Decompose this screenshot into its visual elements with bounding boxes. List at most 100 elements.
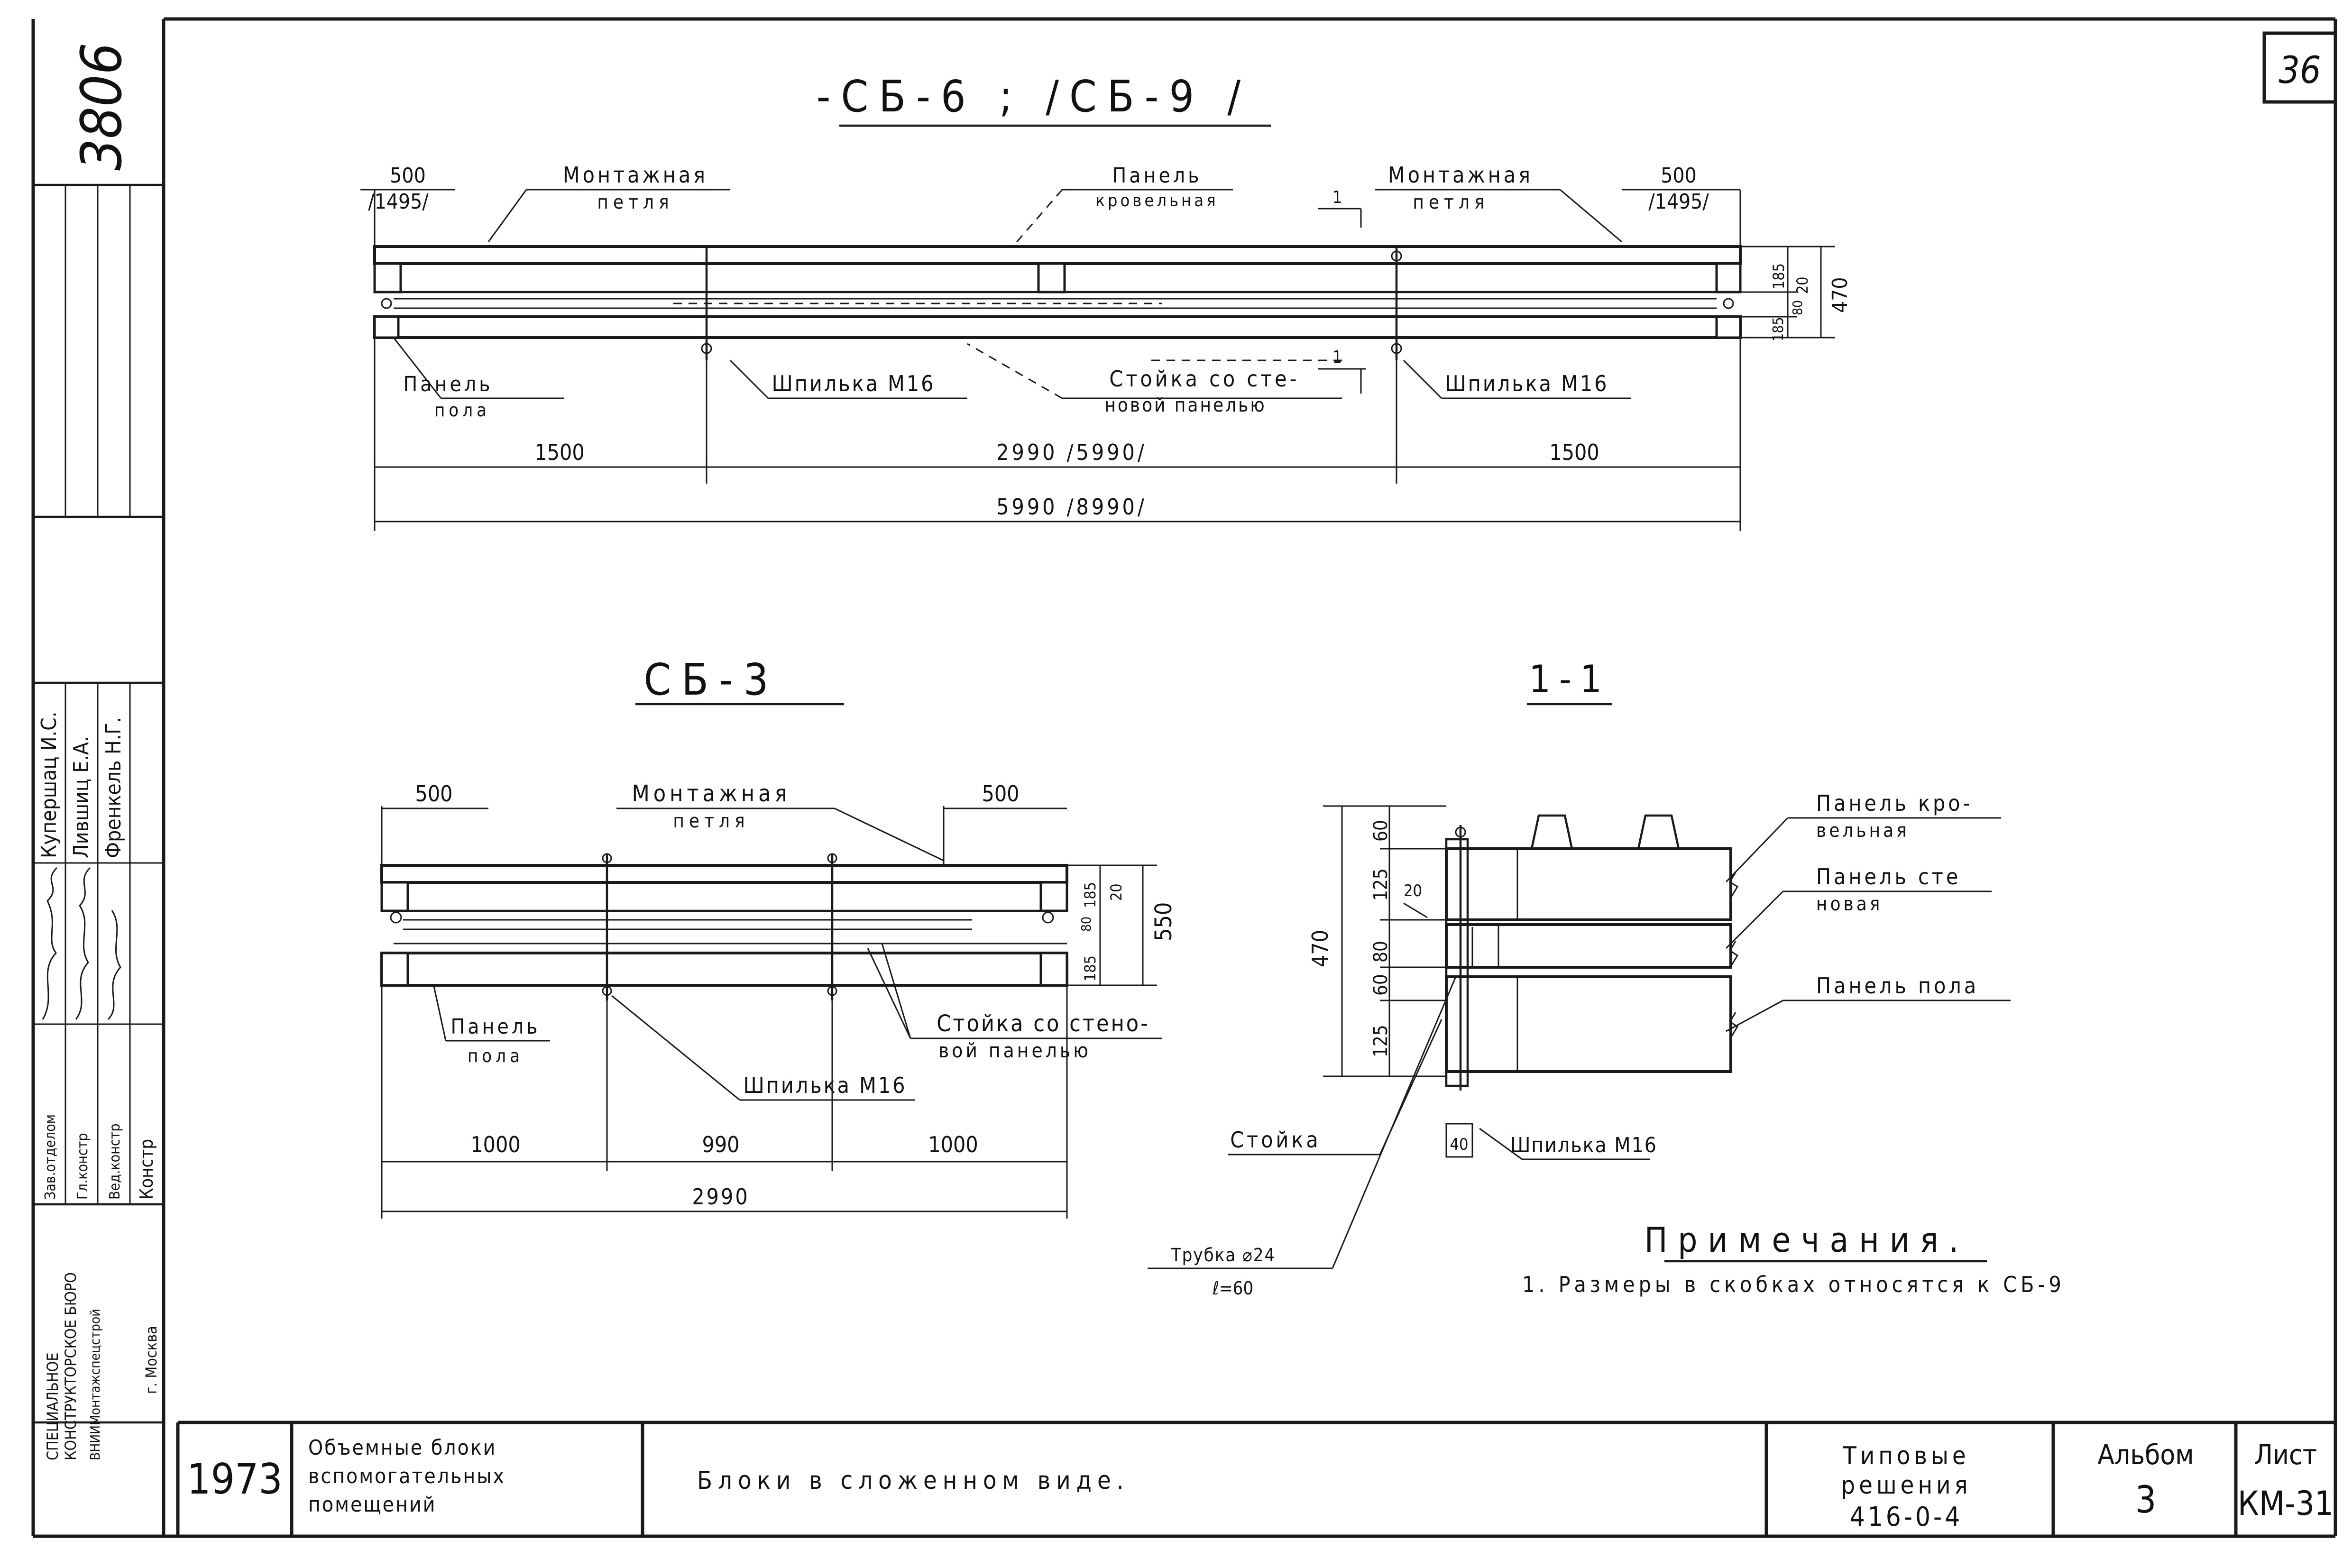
top-floor-panel: [373, 315, 1742, 339]
sb3-title: СБ-3: [643, 654, 779, 705]
sb3-post-2: вой панелью: [938, 1039, 1091, 1062]
title-series-2: решения: [1841, 1471, 1971, 1500]
top-roof-panel: [373, 245, 1742, 265]
title-object-2: вспомогательных: [308, 1464, 505, 1488]
title-block: 1973 Объемные блоки вспомогательных поме…: [176, 1421, 2335, 1536]
signature-2: [75, 867, 91, 1020]
view-sb3: СБ-3 500 500 Монтажная петля: [380, 654, 1177, 1219]
section-roof-2: вельная: [1816, 820, 1910, 842]
stamp-role-designer: Констр: [136, 1139, 157, 1200]
notes-heading: Примечания.: [1645, 1220, 1969, 1260]
top-roof-2: кровельная: [1095, 191, 1218, 211]
section-dim-80: 80: [1370, 941, 1392, 963]
sb3-floor-2: пола: [468, 1045, 524, 1066]
section-dim-125-bottom: 125: [1370, 1025, 1392, 1057]
section-title: 1-1: [1529, 657, 1610, 701]
sheet-number: 36: [2278, 49, 2321, 92]
top-stud-right: Шпилька М16: [1445, 371, 1609, 396]
section-dim-60-top: 60: [1370, 820, 1392, 842]
view-sb6-sb9: -СБ-6 ; /СБ-9 / 500 /1495/ Монтажная пет…: [360, 71, 1852, 531]
top-dim-1500-right: 1500: [1549, 440, 1599, 465]
archive-number: 3806: [69, 43, 134, 171]
title-sheet-title: Блоки в сложенном виде.: [697, 1467, 1130, 1495]
sb3-dim-20: 20: [1107, 883, 1125, 901]
sb3-loop-2: петля: [673, 810, 749, 832]
top-loop-right-1: Монтажная: [1388, 162, 1533, 188]
title-year: 1973: [187, 1455, 282, 1504]
section-tube-1: Трубка ⌀24: [1171, 1245, 1276, 1265]
sb3-dim-1000-left: 1000: [470, 1132, 520, 1157]
top-section-mark-lower: 1: [1332, 348, 1342, 367]
section-wall-1: Панель сте: [1816, 864, 1961, 889]
sb3-dim-500-left: 500: [415, 781, 453, 807]
view-top-title: -СБ-6 ; /СБ-9 /: [817, 71, 1251, 122]
title-album-value: 3: [2135, 1479, 2157, 1522]
sb3-floor-1: Панель: [451, 1015, 541, 1039]
top-roof-1: Панель: [1112, 164, 1202, 188]
sb3-dim-550: 550: [1150, 902, 1177, 941]
stamp-role-chief: Гл.констр: [74, 1133, 91, 1200]
stamp-name-2: Лившиц Е.А.: [69, 736, 93, 859]
sheet-frame: [31, 17, 2337, 1538]
top-dim-total: 5990 /8990/: [996, 494, 1147, 520]
section-dim-60-bottom: 60: [1370, 974, 1392, 996]
title-album-label: Альбом: [2097, 1439, 2194, 1471]
title-object-1: Объемные блоки: [308, 1436, 496, 1460]
signature-1: [42, 867, 58, 1020]
title-object-3: помещений: [308, 1493, 436, 1517]
top-dim-middle: 2990 /5990/: [996, 440, 1147, 465]
section-dim-40: 40: [1450, 1135, 1469, 1154]
top-stud-left: Шпилька М16: [772, 371, 936, 396]
sb3-stud: Шпилька М16: [744, 1073, 907, 1098]
top-floor-2: пола: [434, 400, 490, 421]
stamp-role-lead: Вед.констр: [107, 1123, 123, 1200]
top-loop-left-1: Монтажная: [563, 162, 708, 188]
sb3-dim-185-lower: 185: [1081, 955, 1099, 981]
section-stud: Шпилька М16: [1510, 1133, 1657, 1157]
top-dim-1495-right: /1495/: [1648, 190, 1709, 214]
sb3-post-1: Стойка со стено-: [937, 1010, 1150, 1037]
note-1: 1. Размеры в скобках относятся к СБ-9: [1522, 1272, 2065, 1297]
side-stamp: Зав.отделом Гл.констр Вед.констр Констр …: [33, 183, 164, 1460]
section-roof-panel: [1445, 847, 1732, 921]
section-post: Стойка: [1230, 1127, 1321, 1153]
top-dim-20: 20: [1793, 276, 1811, 294]
top-dim-1500-left: 1500: [534, 440, 584, 465]
section-dim-20: 20: [1404, 881, 1422, 900]
section-floor-panel: [1445, 975, 1732, 1073]
stamp-org-2: КОНСТРУКТОРСКОЕ БЮРО: [62, 1272, 80, 1460]
stamp-name-1: Купершац И.С.: [37, 712, 61, 858]
stamp-org-1: СПЕЦИАЛЬНОЕ: [44, 1353, 62, 1460]
signature-3: [107, 910, 121, 1020]
section-dim-470: 470: [1307, 930, 1333, 967]
top-dim-500-left: 500: [390, 164, 426, 188]
section-wall-2: новая: [1816, 893, 1883, 915]
sheet-number-box: 36: [2262, 31, 2337, 104]
top-floor-1: Панель: [404, 372, 493, 396]
sb3-dim-1000-right: 1000: [928, 1132, 978, 1157]
section-tube-2: ℓ=60: [1212, 1278, 1253, 1299]
top-dim-1495-left: /1495/: [368, 190, 429, 214]
title-sheet-label: Лист: [2254, 1439, 2317, 1471]
top-loop-left-2: петля: [597, 192, 673, 213]
sb3-dim-80: 80: [1078, 917, 1094, 932]
top-dim-470: 470: [1828, 277, 1852, 313]
section-floor: Панель пола: [1816, 973, 1979, 999]
notes: Примечания. 1. Размеры в скобках относят…: [1522, 1220, 2065, 1297]
stamp-name-3: Френкель Н.Г.: [101, 717, 126, 858]
top-section-mark-upper: 1: [1332, 188, 1342, 207]
sb3-dim-2990: 2990: [692, 1184, 749, 1210]
top-post-1: Стойка со сте-: [1109, 366, 1299, 392]
section-dim-125-top: 125: [1370, 868, 1392, 901]
title-sheet-value: КМ-31: [2238, 1484, 2334, 1523]
sb3-dim-185-upper: 185: [1081, 882, 1099, 908]
sb3-roof-panel: [380, 864, 1068, 884]
stamp-role-head: Зав.отделом: [42, 1114, 59, 1200]
section-wall-panel: [1445, 923, 1732, 969]
section-1-1: 1-1 470 60 125 20 80 60: [1148, 657, 2011, 1299]
top-loop-right-2: петля: [1413, 192, 1489, 213]
stamp-org-3: ВНИИМонтажспецстрой: [87, 1309, 103, 1460]
top-dim-80: 80: [1790, 300, 1805, 315]
title-series-3: 416-0-4: [1850, 1502, 1963, 1532]
